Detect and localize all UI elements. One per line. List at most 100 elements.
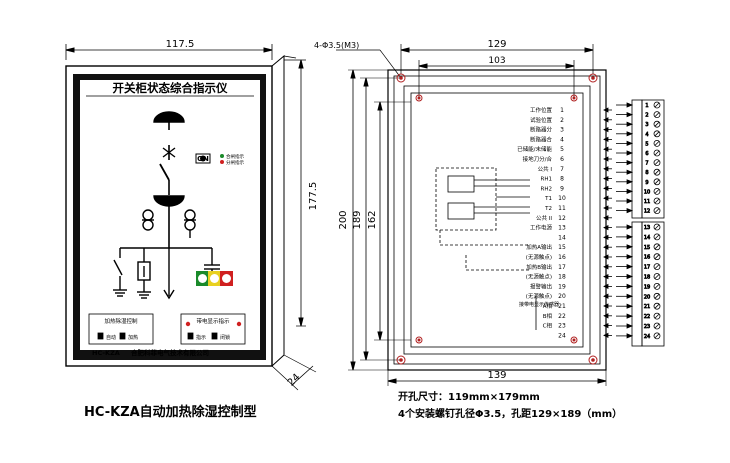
terminal-screw-slot [654, 254, 660, 259]
wire-arrow-head [603, 313, 609, 319]
terminal-label: A相 [543, 302, 553, 310]
terminal-block-number: 2 [645, 113, 648, 119]
terminal-screw-slot [654, 234, 660, 240]
wire-arrow-head [603, 332, 609, 339]
terminal-screw [653, 253, 661, 261]
dim-129: 129 [487, 39, 506, 50]
terminal-label: 接地刀分/合 [523, 155, 553, 163]
terminal-screw-slot [654, 244, 660, 250]
terminal-screw [653, 139, 661, 147]
dim-189: 189 [352, 210, 363, 229]
terminal-block-number: 21 [644, 304, 650, 310]
single-line-diagram [113, 111, 220, 300]
terminal-wire-head [626, 160, 634, 166]
terminal-screw [653, 149, 661, 157]
panel-right-a: 指示 [196, 334, 206, 341]
terminal-label: (无源触点) [526, 273, 552, 281]
terminal-number: 12 [558, 215, 566, 222]
terminal-block-number: 20 [644, 294, 650, 300]
terminal-block-number: 9 [645, 180, 648, 186]
terminal-block-number: 19 [644, 284, 650, 290]
wire-arrow-head [603, 205, 609, 211]
terminal-block-number: 12 [644, 209, 650, 215]
terminal-number: 14 [558, 234, 566, 241]
terminal-screw [653, 197, 661, 205]
terminal-screw-slot [654, 323, 660, 329]
wire-arrow-head [603, 185, 609, 192]
front-height-dimension [284, 59, 306, 327]
terminal-wire-head [626, 169, 634, 175]
terminal-block-number: 24 [644, 334, 650, 340]
terminal-block-number: 23 [644, 324, 650, 330]
lamp-label-1: 合闸指示 [226, 153, 244, 160]
terminal-number: 15 [558, 244, 566, 251]
wire-arrow-head [603, 234, 609, 241]
panel-right-b: 闭锁 [220, 334, 230, 341]
terminal-number: 2 [560, 117, 564, 124]
terminal-screw-slot [654, 274, 660, 279]
wire-arrow-head [603, 117, 609, 123]
terminal-number: 3 [560, 127, 564, 134]
terminal-screw-slot [654, 208, 660, 213]
terminal-wire-head [626, 313, 634, 319]
terminal-screw [653, 302, 661, 310]
terminal-block-number: 17 [644, 265, 650, 271]
lamp-label-2: 分闸指示 [226, 159, 244, 166]
terminal-number: 1 [560, 107, 564, 114]
terminal-wire-head [626, 188, 634, 194]
terminal-number: 21 [558, 303, 566, 310]
terminal-wire-head [626, 293, 634, 299]
terminal-label: C相 [543, 322, 553, 330]
terminal-label: 工作位置 [530, 106, 553, 114]
terminal-screw-slot [654, 121, 660, 127]
terminal-number: 20 [558, 293, 566, 300]
terminal-wire-head [626, 131, 634, 137]
mounting-view [336, 44, 607, 386]
terminal-screw-slot [654, 284, 660, 289]
terminal-screw [653, 207, 661, 215]
terminal-screw [653, 273, 661, 280]
company-label: 合肥科菲电气技术有限公司 [130, 348, 209, 357]
terminal-block-number: 1 [645, 103, 648, 109]
terminal-screw-slot [654, 313, 660, 319]
terminal-block-number: 22 [644, 314, 650, 320]
terminal-number: 24 [558, 332, 566, 339]
wire-arrow-head [603, 322, 609, 329]
terminal-screw [653, 263, 661, 271]
dim-162: 162 [367, 210, 378, 229]
terminal-wire-head [626, 264, 634, 270]
terminal-block-number: 4 [645, 132, 648, 138]
wire-arrow-head [603, 146, 609, 152]
terminal-label: RH1 [541, 177, 552, 183]
cutout-size: 开孔尺寸：119mm×179mm [398, 390, 540, 403]
wire-arrow-head [603, 254, 609, 260]
terminal-number: 6 [560, 156, 564, 163]
terminal-number: 18 [558, 274, 566, 281]
terminal-block-number: 8 [645, 170, 648, 176]
terminal-number: 17 [558, 264, 566, 271]
wire-arrow-head [603, 215, 609, 221]
sensor-wiring [435, 167, 537, 330]
terminal-screw [653, 282, 661, 290]
terminal-screw [653, 130, 661, 138]
terminal-screw [653, 243, 661, 251]
terminal-screw-slot [654, 160, 660, 165]
terminal-screw-slot [654, 333, 660, 339]
terminal-block-number: 10 [644, 189, 650, 195]
terminal-block-number: 18 [644, 275, 650, 281]
wire-arrow-head [603, 166, 609, 172]
terminal-block-number: 13 [644, 225, 650, 231]
terminal-wire-head [626, 234, 634, 240]
terminal-screw [653, 159, 661, 167]
wire-arrow-head [603, 283, 609, 290]
terminal-label: 公共 II [536, 214, 552, 222]
terminal-screw [653, 223, 661, 231]
terminal-screw [653, 312, 661, 320]
wire-arrow-head [603, 156, 609, 162]
wire-arrow-head [603, 126, 609, 133]
terminal-label: 试验位置 [530, 116, 553, 124]
wire-arrow-head [603, 136, 609, 143]
front-height-label: 177.5 [308, 182, 319, 211]
bottom-panels [88, 313, 246, 345]
